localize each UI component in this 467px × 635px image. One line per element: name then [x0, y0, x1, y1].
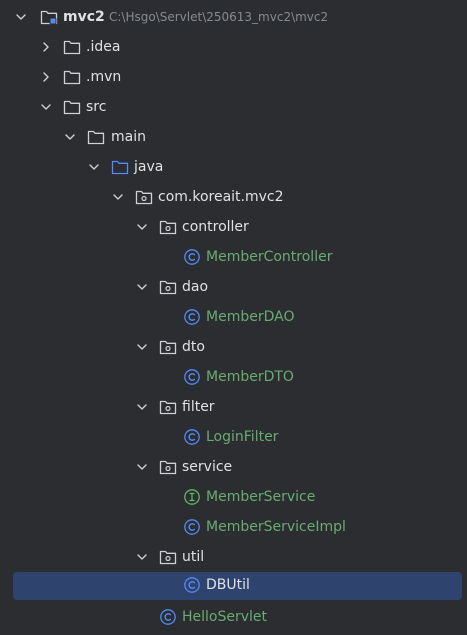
chevron-down-icon[interactable] — [136, 551, 148, 563]
chevron-right-icon[interactable] — [40, 71, 52, 83]
tree-item-label: java — [134, 159, 164, 175]
project-name: mvc2 — [63, 9, 105, 25]
chevron-down-icon[interactable] — [136, 401, 148, 413]
package-icon — [159, 460, 177, 475]
tree-item-label: .idea — [86, 39, 121, 55]
class-icon — [160, 609, 176, 625]
tree-item-label: .mvn — [86, 69, 122, 85]
package-icon — [159, 340, 177, 355]
package-icon — [135, 190, 153, 205]
tree-item-service[interactable]: service — [0, 452, 467, 482]
chevron-down-icon[interactable] — [112, 191, 124, 203]
source-folder-icon — [111, 160, 129, 175]
tree-item-dbutil[interactable]: DBUtil — [0, 570, 467, 600]
interface-icon — [184, 489, 200, 505]
tree-item-main[interactable]: main — [0, 122, 467, 152]
tree-item-mvn[interactable]: .mvn — [0, 62, 467, 92]
tree-item-mvc2[interactable]: mvc2 C:\Hsgo\Servlet\250613_mvc2\mvc2 — [0, 2, 467, 32]
tree-item-idea[interactable]: .idea — [0, 32, 467, 62]
tree-item-dao[interactable]: dao — [0, 272, 467, 302]
class-icon — [184, 309, 200, 325]
class-icon — [184, 249, 200, 265]
folder-icon — [63, 40, 81, 55]
module-folder-icon — [40, 10, 58, 25]
tree-item-member-controller[interactable]: MemberController — [0, 242, 467, 272]
chevron-right-icon[interactable] — [40, 41, 52, 53]
tree-item-filter[interactable]: filter — [0, 392, 467, 422]
folder-icon — [87, 130, 105, 145]
tree-item-dto[interactable]: dto — [0, 332, 467, 362]
class-icon — [184, 519, 200, 535]
tree-item-java[interactable]: java — [0, 152, 467, 182]
tree-item-controller[interactable]: controller — [0, 212, 467, 242]
class-icon — [184, 577, 200, 593]
class-icon — [184, 369, 200, 385]
tree-item-label: DBUtil — [206, 577, 250, 593]
tree-item-util[interactable]: util — [0, 542, 467, 572]
tree-item-src[interactable]: src — [0, 92, 467, 122]
folder-icon — [63, 70, 81, 85]
package-icon — [159, 400, 177, 415]
tree-item-member-service[interactable]: MemberService — [0, 482, 467, 512]
chevron-down-icon[interactable] — [40, 101, 52, 113]
chevron-down-icon[interactable] — [136, 221, 148, 233]
tree-item-label: MemberDTO — [206, 369, 294, 385]
tree-item-member-dao[interactable]: MemberDAO — [0, 302, 467, 332]
tree-item-label: MemberDAO — [206, 309, 295, 325]
chevron-down-icon[interactable] — [15, 11, 27, 23]
tree-item-label: service — [182, 459, 233, 475]
chevron-down-icon[interactable] — [136, 341, 148, 353]
tree-item-label: com.koreait.mvc2 — [158, 189, 284, 205]
chevron-down-icon[interactable] — [64, 131, 76, 143]
chevron-down-icon[interactable] — [136, 281, 148, 293]
tree-item-label: MemberController — [206, 249, 333, 265]
tree-item-label: MemberServiceImpl — [206, 519, 346, 535]
tree-item-label: filter — [182, 399, 215, 415]
package-icon — [159, 280, 177, 295]
tree-item-label: dao — [182, 279, 209, 295]
class-icon — [184, 429, 200, 445]
tree-item-member-dto[interactable]: MemberDTO — [0, 362, 467, 392]
tree-item-hello-servlet[interactable]: HelloServlet — [0, 602, 467, 632]
tree-item-label: LoginFilter — [206, 429, 279, 445]
package-icon — [159, 220, 177, 235]
selection-highlight — [13, 572, 462, 600]
tree-item-com-koreait-mvc2[interactable]: com.koreait.mvc2 — [0, 182, 467, 212]
package-icon — [159, 550, 177, 565]
project-path: C:\Hsgo\Servlet\250613_mvc2\mvc2 — [109, 10, 329, 24]
tree-item-label: dto — [182, 339, 205, 355]
tree-item-label: controller — [182, 219, 249, 235]
tree-item-login-filter[interactable]: LoginFilter — [0, 422, 467, 452]
tree-item-label: src — [86, 99, 107, 115]
tree-item-label: main — [111, 129, 146, 145]
tree-item-label: HelloServlet — [182, 609, 268, 625]
folder-icon — [63, 100, 81, 115]
chevron-down-icon[interactable] — [88, 161, 100, 173]
chevron-down-icon[interactable] — [136, 461, 148, 473]
tree-item-label: MemberService — [206, 489, 316, 505]
tree-item-member-service-impl[interactable]: MemberServiceImpl — [0, 512, 467, 542]
tree-item-label: util — [182, 549, 205, 565]
